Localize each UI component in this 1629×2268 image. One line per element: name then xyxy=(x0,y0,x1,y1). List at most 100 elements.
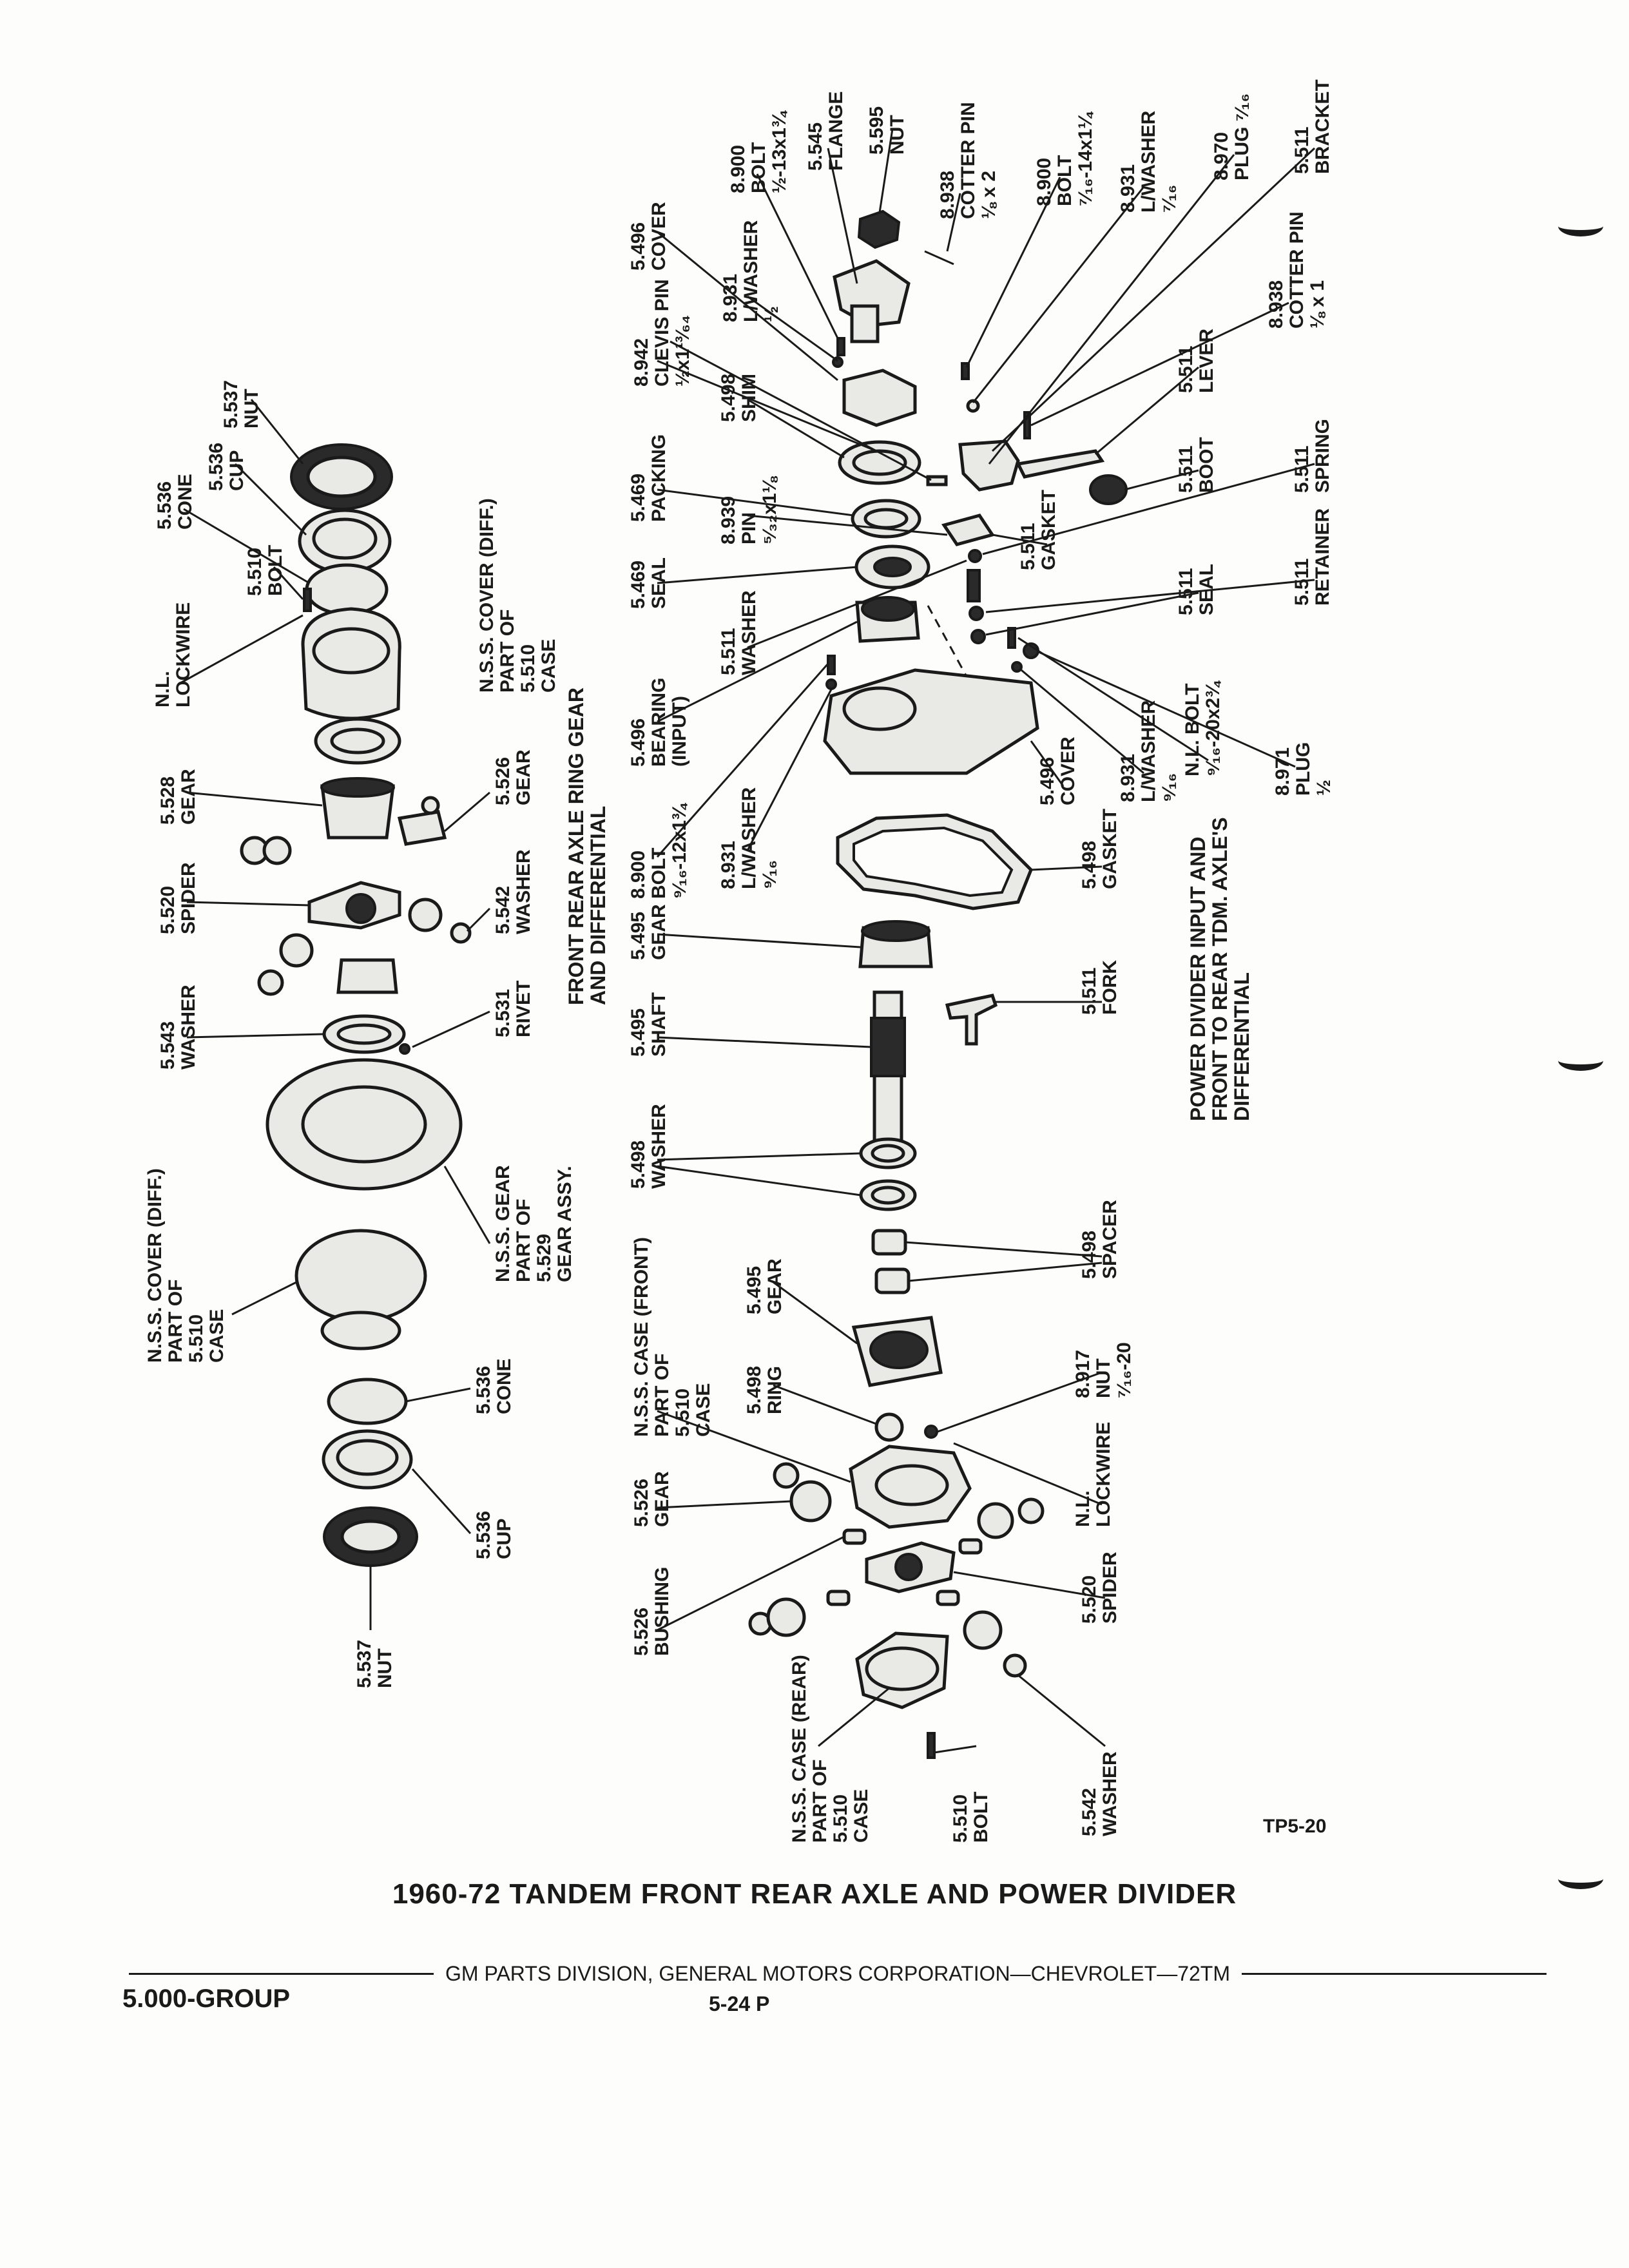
seal-5511-part xyxy=(970,629,986,644)
bolt-8900-716-part xyxy=(961,362,970,380)
callout-lwasher-8931-916-left: 8.931L/WASHER⁹⁄₁₆ xyxy=(718,787,780,889)
bushing-5526-4-part xyxy=(936,1590,960,1606)
figure-reference-code: TP5-20 xyxy=(1263,1816,1327,1837)
callout-gear-5528: 5.528GEAR xyxy=(157,769,199,825)
cotter-8938-2-part xyxy=(924,250,954,265)
lwasher-8931-716-part xyxy=(966,399,980,413)
callout-ring-5498: 5.498RING xyxy=(744,1366,786,1414)
front-axle-differential-parts xyxy=(240,443,472,1567)
washer-5542-upper-part xyxy=(450,922,472,944)
callout-cover-5496-top: 5.496COVER xyxy=(628,202,670,271)
callout-lockwire-bottom: N.L.LOCKWIRE xyxy=(1072,1422,1114,1527)
cotter-8938-1-part xyxy=(1023,411,1031,439)
gear-5526-lower-washer-part xyxy=(773,1462,800,1489)
callout-spider-5520-upper: 5.520SPIDER xyxy=(157,862,199,934)
callout-bolt-8900-916: 8.900BOLT⁹⁄₁₆-12x1¾ xyxy=(628,802,690,899)
clevis-8942-part xyxy=(926,475,948,486)
spacer-5498-1-part xyxy=(871,1229,907,1256)
bolt-8900-916-part xyxy=(827,655,836,675)
callout-nut-5595: 5.595NUT xyxy=(866,106,908,155)
division-rule-right xyxy=(1241,1973,1547,1975)
gear-5526-lower-part xyxy=(789,1480,832,1523)
callout-boot-5511: 5.511BOOT xyxy=(1175,437,1217,493)
callout-cotter-8938-1: 8.938COTTER PIN⅛ x 1 xyxy=(1266,211,1328,329)
callout-cotter-8938-2: 8.938COTTER PIN⅛ x 2 xyxy=(937,102,999,219)
callout-plug-8970: 8.970PLUG ⁷⁄₁₆ xyxy=(1211,93,1253,180)
callout-gasket-5511: 5.511GASKET xyxy=(1017,490,1059,570)
callout-bolt-5510-bottom: 5.510BOLT xyxy=(950,1792,992,1843)
gear-5526-upper-part xyxy=(397,810,447,846)
caption-front-axle: FRONT REAR AXLE RING GEARAND DIFFERENTIA… xyxy=(564,687,610,1005)
callout-nss-cover-diff-left: N.S.S. COVER (DIFF.)PART OF5.510CASE xyxy=(144,1168,227,1363)
callout-gear-5495-lower: 5.495GEAR xyxy=(744,1258,786,1314)
callout-shim-5498: 5.498SHIM xyxy=(718,374,760,422)
callout-spacer-5498: 5.498SPACER xyxy=(1079,1200,1121,1279)
bolt-8900-half-part xyxy=(836,337,845,356)
callout-spring-5511: 5.511SPRING xyxy=(1291,419,1333,493)
callout-nss-gear-5529: N.S.S. GEARPART OF5.529GEAR ASSY. xyxy=(492,1165,575,1282)
gasket-5511-part xyxy=(941,514,996,546)
callout-bolt-8900-716: 8.900BOLT⁷⁄₁₆-14x1¼ xyxy=(1034,111,1096,206)
callout-lwasher-8931-half: 8.931L/WASHER½ xyxy=(720,220,782,322)
bolt-5510-top-part xyxy=(303,588,312,612)
bolt-5510-bottom-part xyxy=(927,1732,936,1759)
retainer-5511-part xyxy=(969,606,984,621)
spring-5511-part xyxy=(967,569,981,602)
bushing-5526-2-part xyxy=(958,1538,983,1555)
boot-5511-part xyxy=(1089,474,1128,505)
callout-bolt-8900-half: 8.900BOLT½-13x1¾ xyxy=(728,110,790,193)
callout-bolt-5510-top: 5.510BOLT xyxy=(244,545,286,596)
bolt-nl-916-part xyxy=(1007,627,1016,649)
division-rule-left xyxy=(129,1973,434,1975)
bushing-5526-3-part xyxy=(826,1590,851,1606)
callout-gear-5526-lower: 5.526GEAR xyxy=(631,1471,673,1527)
callout-cup-5536-top: 5.536CUP xyxy=(206,443,247,491)
fork-5511-part xyxy=(945,994,998,1046)
page-title: 1960-72 TANDEM FRONT REAR AXLE AND POWER… xyxy=(392,1878,1237,1910)
callout-bushing-5526: 5.526BUSHING xyxy=(631,1567,673,1656)
callout-gear-5495-upper: 5.495GEAR xyxy=(628,904,670,960)
callout-shaft-5495: 5.495SHAFT xyxy=(628,992,670,1057)
callout-nss-cover-diff-right: N.S.S. COVER (DIFF.)PART OF5.510CASE xyxy=(476,498,559,693)
callout-clevis-8942: 8.942CLEVIS PIN½x1¹³⁄₆₄ xyxy=(631,279,693,387)
bracket-5511-part xyxy=(958,439,1020,492)
callout-gear-5526-upper: 5.526GEAR xyxy=(492,749,534,805)
nut-8917-part xyxy=(924,1425,938,1439)
callout-spider-5520-lower: 5.520SPIDER xyxy=(1079,1552,1121,1624)
lever-5511-part xyxy=(1016,449,1105,479)
diff-case-lower-part xyxy=(294,1229,427,1323)
callout-cover-5496-main: 5.496COVER xyxy=(1037,736,1079,805)
callout-bracket-5511: 5.511BRACKET xyxy=(1291,79,1333,174)
binder-mark-bottom xyxy=(1558,1869,1603,1889)
group-label: 5.000-GROUP xyxy=(122,1984,291,2013)
lwasher-8931-916-left-part xyxy=(825,678,837,690)
callout-gasket-5498: 5.498GASKET xyxy=(1079,809,1121,889)
power-divider-input-parts xyxy=(823,209,1128,1387)
callout-lockwire-top: N.L.LOCKWIRE xyxy=(152,602,194,707)
page-number: 5-24 P xyxy=(709,1992,770,2015)
callout-bearing-5496: 5.496BEARING(INPUT) xyxy=(628,678,690,767)
cone-5536-bottom-part xyxy=(327,1378,408,1425)
binder-mark-middle xyxy=(1558,1050,1603,1071)
callout-labels: 5.537NUT 5.536CUP 5.536CONE 5.510BOLT N.… xyxy=(144,79,1335,1843)
interaxle-differential-parts xyxy=(748,1412,1045,1759)
caption-power-divider: POWER DIVIDER INPUT ANDFRONT TO REAR TDM… xyxy=(1186,817,1253,1121)
callout-cup-5536-bottom: 5.536CUP xyxy=(473,1511,515,1559)
leader-lines xyxy=(180,128,1316,1754)
callout-lwasher-8931-916-right: 8.931L/WASHER⁹⁄₁₆ xyxy=(1117,700,1180,802)
division-line: GM PARTS DIVISION, GENERAL MOTORS CORPOR… xyxy=(129,1962,1547,1986)
callout-nss-case-rear: N.S.S. CASE (REAR)PART OF5.510CASE xyxy=(789,1655,872,1843)
callout-packing-5469: 5.469PACKING xyxy=(628,434,670,522)
callout-plug-8971: 8.971PLUG½ xyxy=(1272,742,1335,796)
bushing-5526-1-part xyxy=(842,1528,867,1545)
spider-gear-left-part xyxy=(279,933,314,968)
rivet-5531-part xyxy=(399,1043,410,1055)
callout-lever-5511: 5.511LEVER xyxy=(1175,329,1217,393)
lower-right-gear-part xyxy=(977,1502,1014,1539)
spacer-5498-2-part xyxy=(874,1267,911,1294)
callout-pin-8939: 8.939PIN⁵⁄₃₂x1⅛ xyxy=(718,476,780,544)
ring-5498-part xyxy=(874,1412,904,1442)
callout-retainer-5511: 5.511RETAINER xyxy=(1291,508,1333,606)
callout-washer-5543: 5.543WASHER xyxy=(157,985,199,1070)
